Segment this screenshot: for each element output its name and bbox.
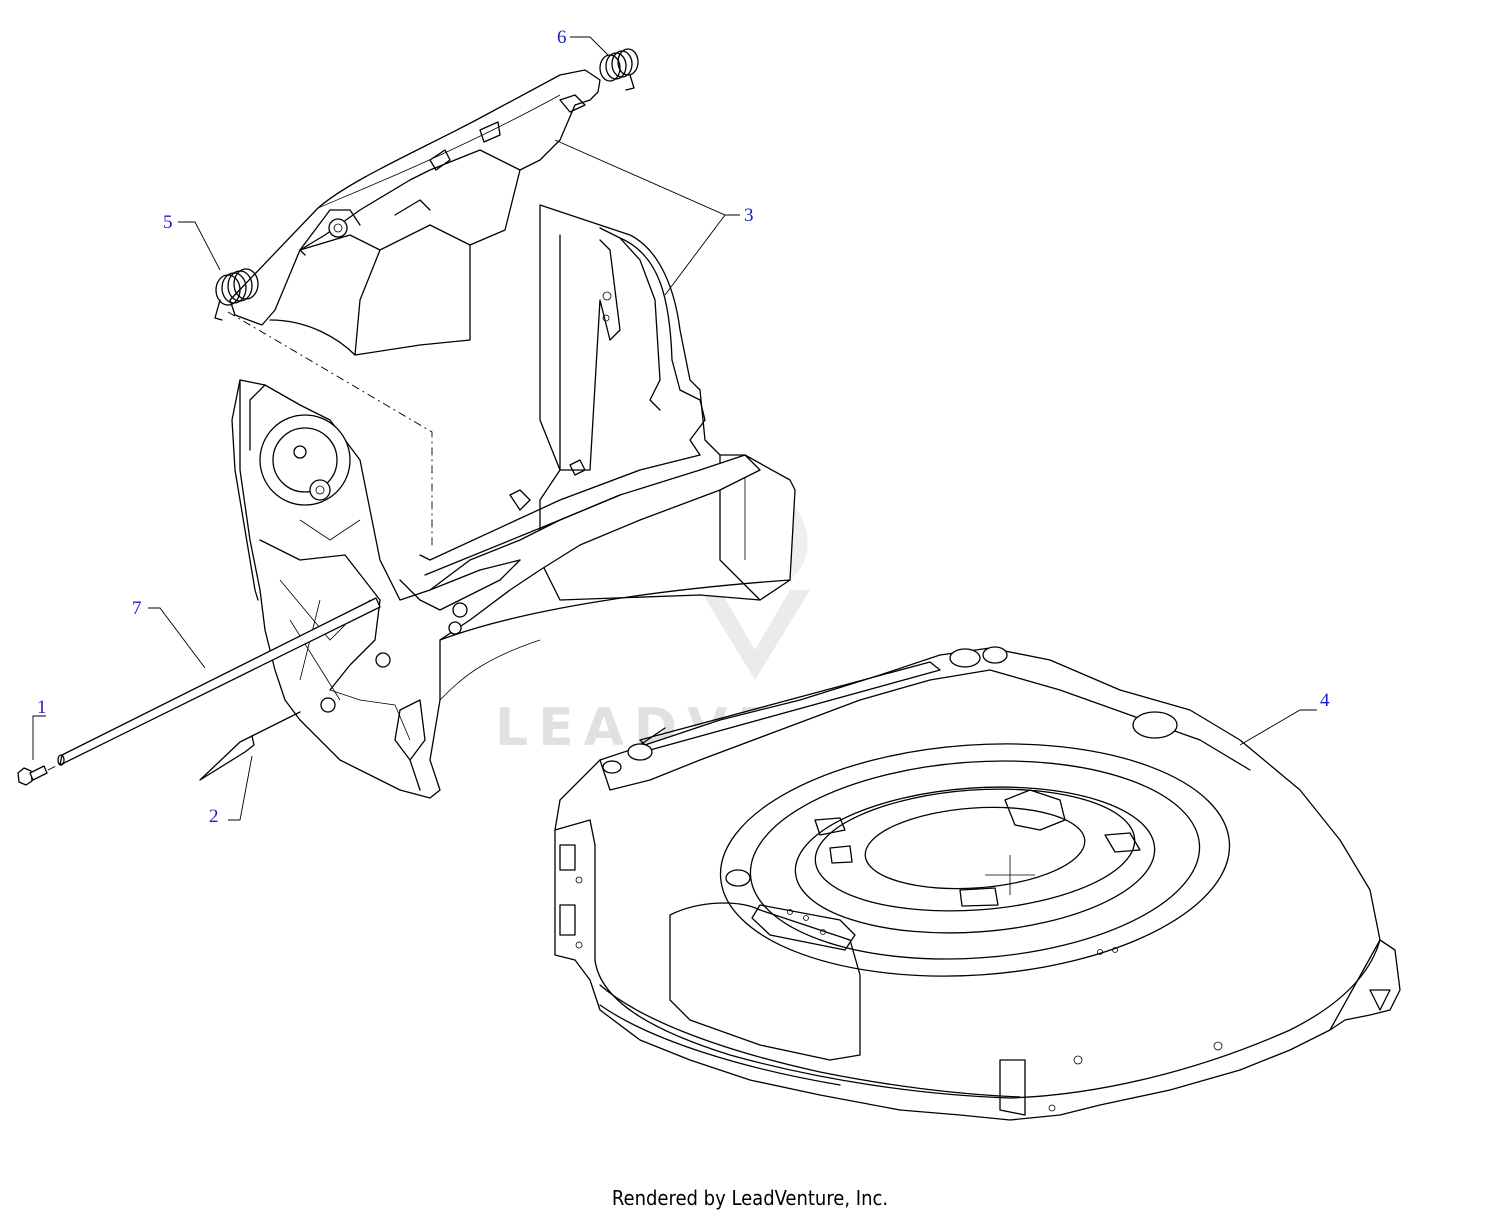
callout-3[interactable]: 3 bbox=[744, 205, 754, 226]
part-3-upper-door bbox=[229, 69, 601, 356]
part-2-pin bbox=[199, 711, 301, 781]
assembly-line bbox=[227, 311, 433, 548]
leader-2 bbox=[228, 755, 253, 821]
callout-1[interactable]: 1 bbox=[37, 697, 47, 718]
part-6-spring bbox=[599, 48, 639, 91]
part-4-mower-deck bbox=[554, 646, 1401, 1121]
part-5-spring bbox=[214, 268, 259, 321]
callout-2[interactable]: 2 bbox=[209, 806, 219, 827]
callout-6[interactable]: 6 bbox=[557, 27, 567, 48]
leader-7 bbox=[148, 607, 206, 669]
callout-5[interactable]: 5 bbox=[163, 212, 173, 233]
leader-4 bbox=[1239, 709, 1317, 746]
leader-6 bbox=[570, 36, 609, 56]
footer-credit: Rendered by LeadVenture, Inc. bbox=[611, 1186, 889, 1210]
part-1-bolt bbox=[17, 762, 63, 786]
leader-5 bbox=[178, 221, 221, 271]
deck-housing-body bbox=[231, 379, 791, 799]
callout-7[interactable]: 7 bbox=[132, 598, 142, 619]
leader-1 bbox=[32, 715, 46, 760]
callout-4[interactable]: 4 bbox=[1320, 690, 1330, 711]
leader-3 bbox=[554, 139, 740, 296]
part-7-rod bbox=[57, 597, 381, 766]
